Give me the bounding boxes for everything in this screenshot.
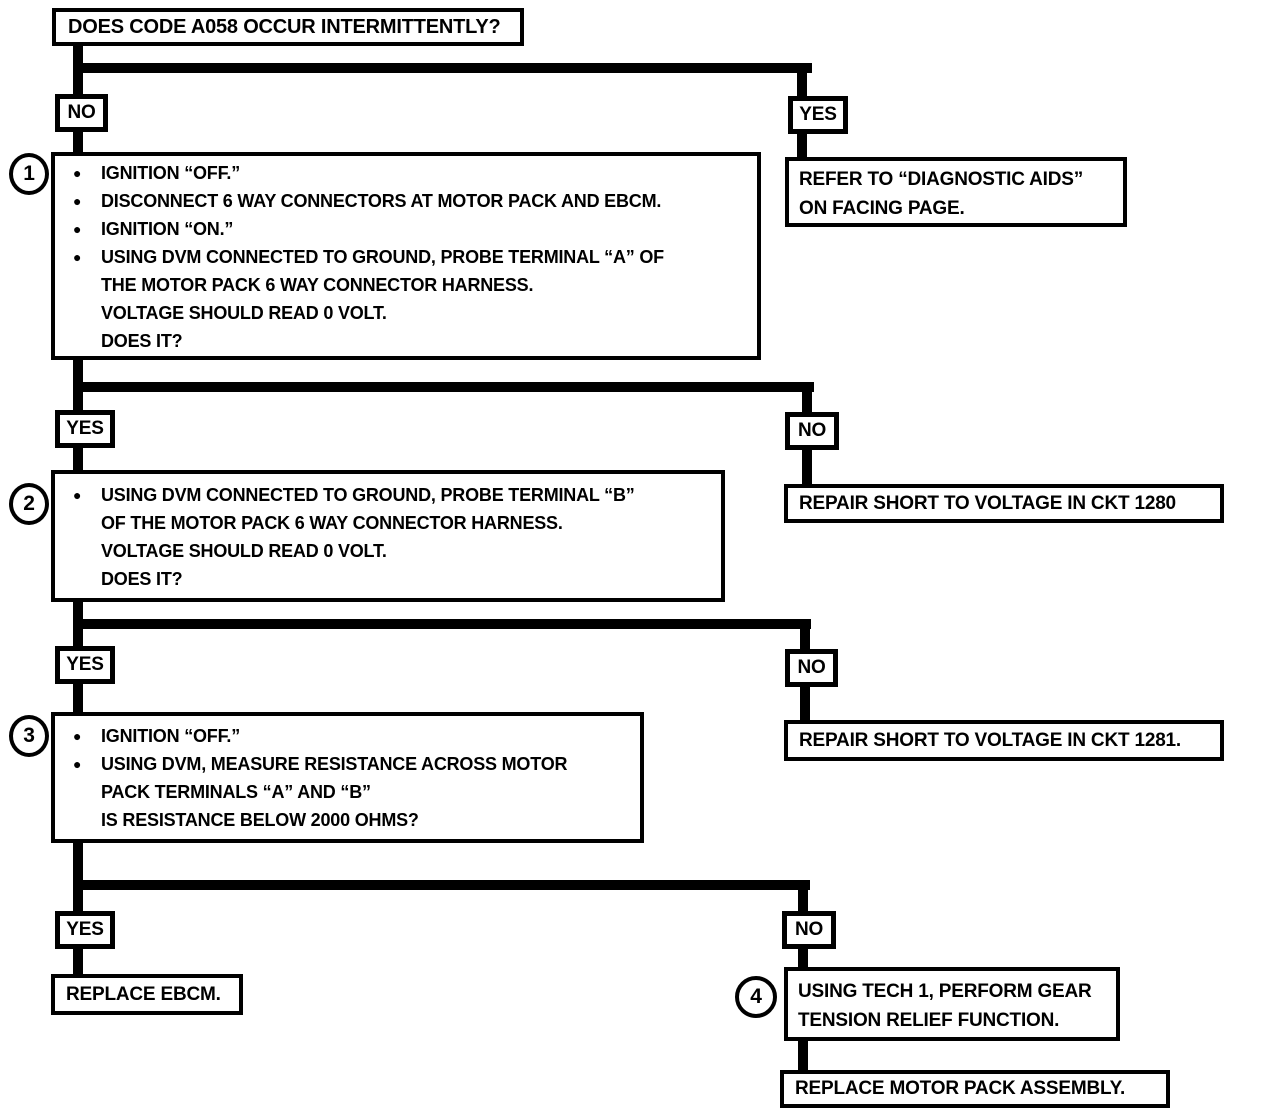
- step-3-badge: 3: [9, 715, 49, 757]
- title-question-text: DOES CODE A058 OCCUR INTERMITTENTLY?: [68, 15, 501, 38]
- refer-line: REFER TO “DIAGNOSTIC AIDS”: [799, 169, 1084, 190]
- connector-yes2-to-step2: [73, 446, 83, 474]
- step-4-number: 4: [750, 985, 762, 1008]
- step-1-number: 1: [23, 162, 35, 185]
- connector-branch2-horizontal: [73, 382, 814, 392]
- title-question-box: DOES CODE A058 OCCUR INTERMITTENTLY?: [52, 8, 524, 46]
- step-text-line: IS RESISTANCE BELOW 2000 OHMS?: [101, 810, 419, 830]
- step-text-line: DOES IT?: [101, 569, 183, 589]
- connector-no2-to-repair1280: [802, 448, 812, 488]
- step-text-line: PACK TERMINALS “A” AND “B”: [101, 782, 371, 802]
- step-text-line: USING DVM CONNECTED TO GROUND, PROBE TER…: [101, 247, 664, 267]
- bullet-icon: ●: [73, 756, 82, 772]
- no-label-text: NO: [797, 420, 827, 441]
- step-text-line: THE MOTOR PACK 6 WAY CONNECTOR HARNESS.: [101, 275, 534, 295]
- branch4-no-label: NO: [782, 911, 836, 949]
- no-label-text: NO: [67, 102, 96, 123]
- step-1-item-3: ● IGNITION “ON.”: [71, 215, 749, 243]
- step-1-item-2: ● DISCONNECT 6 WAY CONNECTORS AT MOTOR P…: [71, 187, 749, 215]
- connector-no1-to-step1: [73, 130, 83, 156]
- repair-ckt-1281-box: REPAIR SHORT TO VOLTAGE IN CKT 1281.: [784, 720, 1224, 761]
- no-label-text: NO: [797, 657, 826, 678]
- bullet-icon: ●: [73, 165, 82, 181]
- branch2-yes-label: YES: [55, 410, 115, 448]
- no-label-text: NO: [794, 919, 824, 940]
- step-3-box: ● IGNITION “OFF.” ● USING DVM, MEASURE R…: [51, 712, 644, 843]
- step-text-line: VOLTAGE SHOULD READ 0 VOLT.: [101, 303, 387, 323]
- yes-label-text: YES: [799, 104, 837, 125]
- step-4-badge: 4: [735, 976, 777, 1018]
- branch4-yes-label: YES: [55, 911, 115, 949]
- branch2-no-label: NO: [785, 412, 839, 450]
- bullet-icon: ●: [73, 487, 82, 503]
- connector-no3-to-repair1281: [800, 685, 810, 724]
- repair-ckt-1280-box: REPAIR SHORT TO VOLTAGE IN CKT 1280: [784, 484, 1224, 523]
- step-text-line: USING TECH 1, PERFORM GEAR: [798, 981, 1092, 1002]
- step-2-box: ● USING DVM CONNECTED TO GROUND, PROBE T…: [51, 470, 725, 602]
- refer-line: ON FACING PAGE.: [799, 198, 965, 219]
- bullet-icon: ●: [73, 728, 82, 744]
- step-3-item-1: ● IGNITION “OFF.”: [71, 722, 632, 750]
- branch1-yes-label: YES: [788, 96, 848, 134]
- connector-branch4-horizontal: [73, 880, 810, 890]
- yes-label-text: YES: [66, 654, 104, 675]
- connector-step3-to-yes4: [73, 841, 83, 915]
- step-text-line: USING DVM, MEASURE RESISTANCE ACROSS MOT…: [101, 754, 568, 774]
- step-3-number: 3: [23, 724, 35, 747]
- connector-yes1-to-refer: [797, 132, 807, 161]
- step-text-line: TENSION RELIEF FUNCTION.: [798, 1010, 1060, 1031]
- replace-ebcm-box: REPLACE EBCM.: [51, 974, 243, 1015]
- connector-yes4-to-replace-ebcm: [73, 947, 83, 977]
- step-text-line: DOES IT?: [101, 331, 183, 351]
- connector-branch4-to-no4: [798, 880, 808, 915]
- connector-branch3-to-no3: [800, 619, 810, 653]
- connector-no4-to-step4: [798, 947, 808, 971]
- step-1-item-4: ● USING DVM CONNECTED TO GROUND, PROBE T…: [71, 243, 749, 355]
- replace-motor-pack-text: REPLACE MOTOR PACK ASSEMBLY.: [795, 1078, 1126, 1099]
- step-text-line: IGNITION “OFF.”: [101, 163, 240, 183]
- step-1-badge: 1: [9, 153, 49, 195]
- replace-ebcm-text: REPLACE EBCM.: [66, 983, 221, 1005]
- refer-diagnostic-aids-box: REFER TO “DIAGNOSTIC AIDS” ON FACING PAG…: [785, 157, 1127, 227]
- step-1-box: ● IGNITION “OFF.” ● DISCONNECT 6 WAY CON…: [51, 152, 761, 360]
- repair-ckt-1281-text: REPAIR SHORT TO VOLTAGE IN CKT 1281.: [799, 729, 1182, 751]
- gear-tension-relief-box: USING TECH 1, PERFORM GEAR TENSION RELIE…: [784, 967, 1120, 1041]
- step-text-line: IGNITION “OFF.”: [101, 726, 240, 746]
- connector-branch3-horizontal: [73, 619, 811, 629]
- bullet-icon: ●: [73, 249, 82, 265]
- step-2-number: 2: [23, 492, 35, 515]
- step-text-line: OF THE MOTOR PACK 6 WAY CONNECTOR HARNES…: [101, 513, 563, 533]
- connector-branch1-horizontal: [73, 63, 812, 73]
- branch1-no-label: NO: [55, 94, 108, 132]
- step-text-line: IGNITION “ON.”: [101, 219, 234, 239]
- yes-label-text: YES: [66, 418, 104, 439]
- bullet-icon: ●: [73, 221, 82, 237]
- step-text-line: DISCONNECT 6 WAY CONNECTORS AT MOTOR PAC…: [101, 191, 662, 211]
- step-text-line: USING DVM CONNECTED TO GROUND, PROBE TER…: [101, 485, 635, 505]
- connector-yes3-to-step3: [73, 682, 83, 716]
- connector-branch2-to-no2: [802, 382, 812, 416]
- replace-motor-pack-box: REPLACE MOTOR PACK ASSEMBLY.: [780, 1070, 1170, 1108]
- step-3-item-2: ● USING DVM, MEASURE RESISTANCE ACROSS M…: [71, 750, 632, 834]
- repair-ckt-1280-text: REPAIR SHORT TO VOLTAGE IN CKT 1280: [799, 492, 1176, 514]
- connector-step4-to-replace-motor: [798, 1039, 808, 1073]
- step-2-item-1: ● USING DVM CONNECTED TO GROUND, PROBE T…: [71, 481, 713, 593]
- branch3-yes-label: YES: [55, 646, 115, 684]
- branch3-no-label: NO: [785, 649, 838, 687]
- bullet-icon: ●: [73, 193, 82, 209]
- step-2-badge: 2: [9, 483, 49, 525]
- step-text-line: VOLTAGE SHOULD READ 0 VOLT.: [101, 541, 387, 561]
- step-1-item-1: ● IGNITION “OFF.”: [71, 159, 749, 187]
- connector-branch1-to-yes1: [797, 63, 807, 100]
- yes-label-text: YES: [66, 919, 104, 940]
